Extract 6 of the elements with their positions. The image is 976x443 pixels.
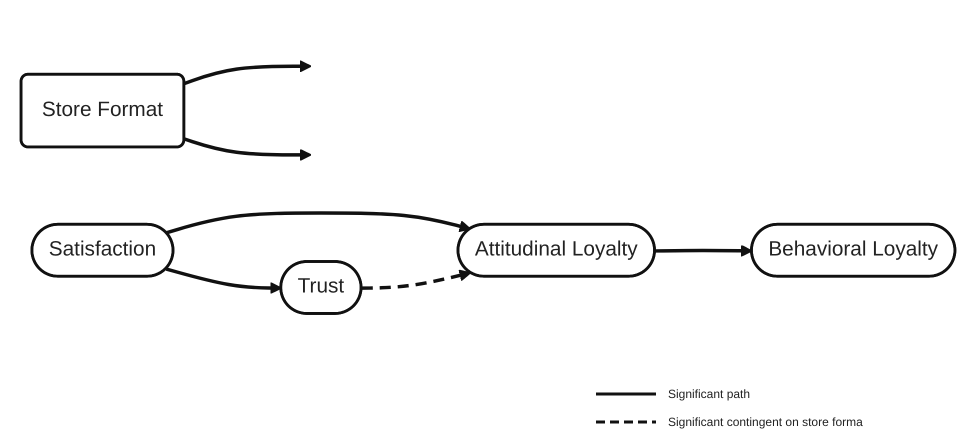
legend-text: Significant path <box>668 387 750 401</box>
arrow <box>362 269 472 290</box>
legend-text: Significant contingent on store forma <box>668 415 863 429</box>
arrow <box>184 60 312 86</box>
arrow <box>166 211 472 234</box>
arrow <box>184 137 312 161</box>
